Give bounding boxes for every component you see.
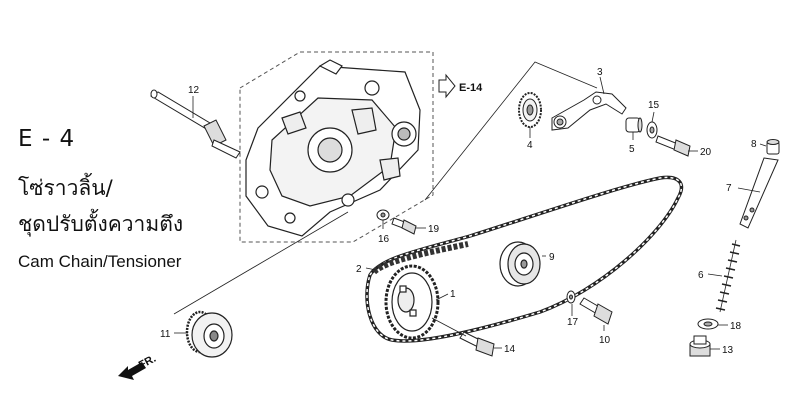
- part-12-bolt: [150, 89, 241, 159]
- part-6-spring: [715, 239, 741, 313]
- crankcase-illustration: [245, 59, 421, 237]
- part-20-bolt: [655, 135, 691, 157]
- part-15-washer: [646, 121, 658, 139]
- callout-15: 15: [648, 100, 660, 111]
- leader-line-6: [707, 273, 723, 277]
- callout-14: 14: [504, 344, 516, 355]
- callout-9: 9: [549, 252, 555, 263]
- callout-10: 10: [599, 335, 611, 346]
- callout-16: 16: [378, 234, 390, 245]
- part-19-bolt: [391, 217, 417, 235]
- callout-11: 11: [160, 329, 171, 340]
- leader-line-14-to-sprocket: [431, 317, 467, 337]
- front-direction-label: FR.: [137, 353, 158, 372]
- leader-line-8: [759, 143, 767, 147]
- callout-18: 18: [730, 321, 742, 332]
- reference-label-e14: E-14: [459, 82, 483, 94]
- title-thai-line2: ชุดปรับตั้งความตึง: [18, 212, 184, 236]
- callout-13: 13: [722, 345, 734, 356]
- part-5-collar: [625, 117, 643, 133]
- front-arrow-icon: [118, 362, 146, 380]
- part-11-crank-sprocket: [185, 310, 233, 358]
- callout-19: 19: [428, 224, 440, 235]
- part-17-washer: [566, 290, 576, 304]
- callout-5: 5: [629, 144, 635, 155]
- leader-line-1: [435, 293, 449, 301]
- callout-7: 7: [726, 183, 732, 194]
- title-thai-line1: โซ่ราวลิ้น/: [18, 176, 113, 200]
- leader-line-crankcase-to-arm: [424, 61, 598, 201]
- part-8-cap: [766, 139, 780, 155]
- part-2-cam-chain: [365, 175, 684, 343]
- callout-20: 20: [700, 147, 712, 158]
- reference-arrow-icon: [438, 73, 456, 99]
- part-13-sealing-bolt: [689, 335, 711, 357]
- part-1-cam-sprocket: [384, 264, 440, 340]
- part-10-bolt: [579, 297, 613, 325]
- part-7-push-rod: [739, 157, 779, 229]
- callout-12: 12: [188, 85, 200, 96]
- part-9-tensioner-pulley: [499, 241, 541, 287]
- part-4-sprocket: [518, 92, 542, 128]
- callout-8: 8: [751, 139, 757, 150]
- callout-1: 1: [450, 289, 456, 300]
- callout-3: 3: [597, 67, 603, 78]
- part-3-tensioner-arm: [551, 91, 627, 131]
- section-code: E - 4: [18, 126, 76, 152]
- callout-2: 2: [356, 264, 362, 275]
- title-english: Cam Chain/Tensioner: [18, 252, 182, 271]
- part-16-washer: [376, 209, 390, 221]
- leader-line-7: [737, 187, 761, 193]
- callout-17: 17: [567, 317, 579, 328]
- leader-line-3: [599, 76, 605, 95]
- callout-6: 6: [698, 270, 704, 281]
- leader-line-crank-to-case: [173, 211, 349, 315]
- part-18-washer: [697, 318, 719, 330]
- leader-line-15: [651, 111, 655, 123]
- leader-line-2: [365, 267, 377, 271]
- callout-4: 4: [527, 140, 533, 151]
- crankcase-outline-frame: [239, 51, 434, 243]
